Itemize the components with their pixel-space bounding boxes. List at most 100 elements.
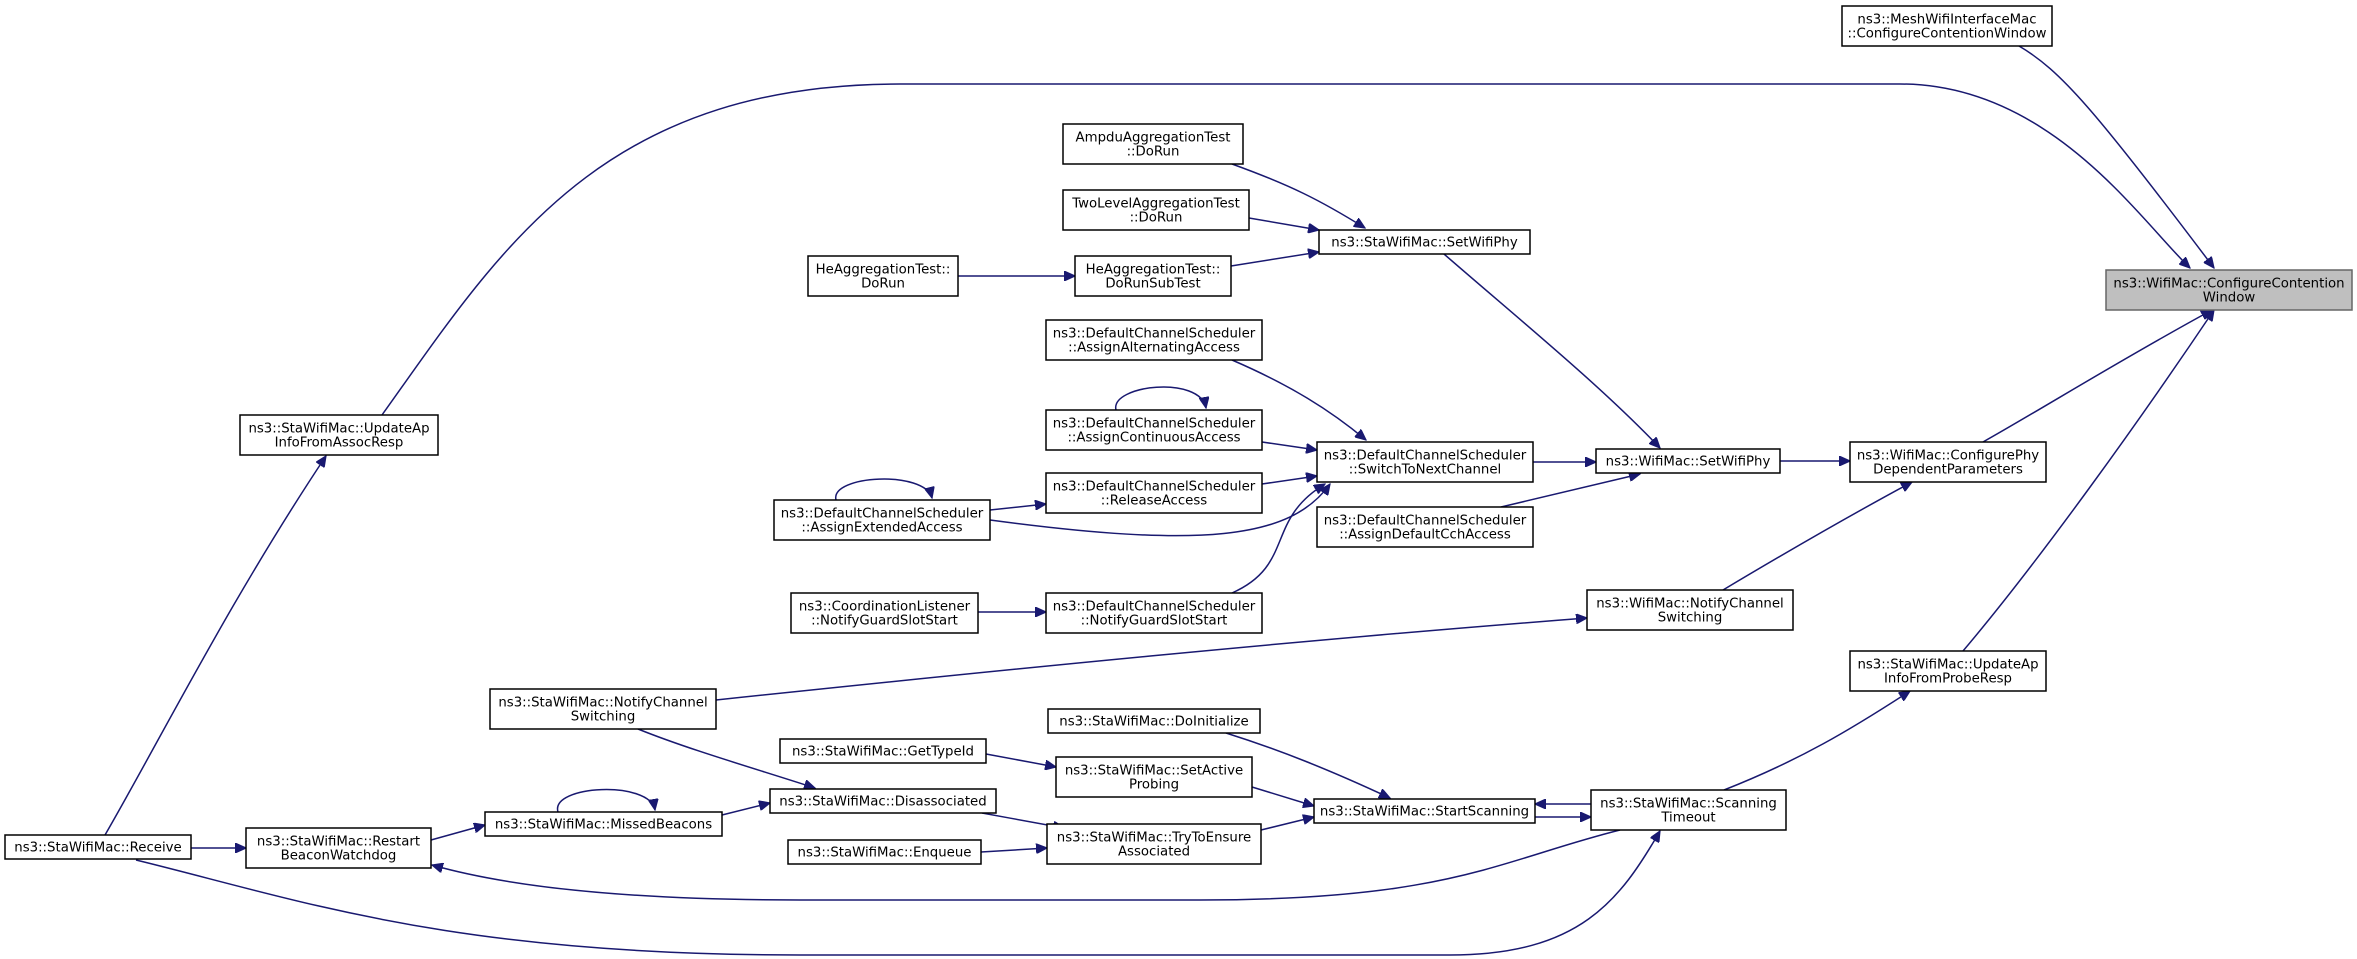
edge-sta_doinit-to-sta_startscan (1225, 732, 1390, 799)
node-sta-typeid[interactable]: ns3::StaWifiMac::GetTypeId (779, 738, 987, 764)
node-coord-guard[interactable]: ns3::CoordinationListener::NotifyGuardSl… (790, 592, 979, 634)
node-sta-disassoc[interactable]: ns3::StaWifiMac::Disassociated (769, 788, 997, 814)
node-label-line: Window (2203, 291, 2256, 306)
node-mesh-ccw[interactable]: ns3::MeshWifiInterfaceMac::ConfigureCont… (1841, 5, 2053, 47)
edge-dcs_cont-to-dcs_cont (1115, 386, 1206, 411)
node-wifi-setphy[interactable]: ns3::WifiMac::SetWifiPhy (1595, 448, 1781, 474)
node-twolevel[interactable]: TwoLevelAggregationTest::DoRun (1062, 189, 1250, 231)
node-label-line: ::DoRun (1127, 145, 1180, 160)
node-label-line: ns3::DefaultChannelScheduler (1053, 600, 1256, 615)
node-label-line: ns3::WifiMac::ConfigurePhy (1857, 449, 2039, 464)
node-label-line: ns3::StaWifiMac::Restart (257, 835, 420, 850)
node-label-line: Switching (571, 710, 636, 725)
node-dcs-ext[interactable]: ns3::DefaultChannelScheduler::AssignExte… (773, 499, 991, 541)
node-dcs-cont[interactable]: ns3::DefaultChannelScheduler::AssignCont… (1045, 409, 1263, 451)
node-dcs-guard[interactable]: ns3::DefaultChannelScheduler::NotifyGuar… (1045, 592, 1263, 634)
node-box (787, 839, 982, 865)
node-box (1045, 409, 1263, 451)
node-label-line: InfoFromProbeResp (1884, 672, 2012, 687)
node-label-line: ::SwitchToNextChannel (1349, 463, 1502, 478)
edge-dcs_ext-to-dcs_ext (835, 478, 932, 501)
node-box (1841, 5, 2053, 47)
node-label-line: Associated (1118, 845, 1190, 860)
node-box (2105, 269, 2353, 311)
node-dcs-defcch[interactable]: ns3::DefaultChannelScheduler::AssignDefa… (1316, 506, 1534, 548)
edge-dcs_alt-to-dcs_switch (1231, 359, 1366, 440)
node-sta-doinit[interactable]: ns3::StaWifiMac::DoInitialize (1047, 708, 1261, 734)
node-box (773, 499, 991, 541)
node-label-line: BeaconWatchdog (281, 849, 397, 864)
edge-dcs_ext-to-dcs_switch (989, 484, 1330, 537)
node-dcs-switch[interactable]: ns3::DefaultChannelScheduler::SwitchToNe… (1316, 441, 1534, 483)
node-label-line: AmpduAggregationTest (1076, 131, 1231, 146)
node-box (779, 738, 987, 764)
node-sta-enqueue[interactable]: ns3::StaWifiMac::Enqueue (787, 839, 982, 865)
edge-dcs_defcch-to-wifi_setphy (1500, 474, 1640, 508)
node-label-line: ns3::DefaultChannelScheduler (1053, 480, 1256, 495)
edges-layer (104, 45, 2214, 956)
edge-sta_receive-to-sta_upd_assoc (104, 456, 326, 836)
node-sta-upd-assoc[interactable]: ns3::StaWifiMac::UpdateApInfoFromAssocRe… (239, 414, 439, 456)
edge-sta_tryensure-to-sta_startscan (1260, 817, 1314, 831)
edge-sta_notify-to-sta_disassoc (637, 728, 815, 788)
node-sta-startscan[interactable]: ns3::StaWifiMac::StartScanning (1313, 798, 1536, 824)
node-sta-upd-probe[interactable]: ns3::StaWifiMac::UpdateApInfoFromProbeRe… (1849, 650, 2047, 692)
edge-sta_scantimeout-to-sta_upd_probe (1723, 691, 1910, 791)
node-box (245, 827, 432, 869)
edge-sta_restart-to-sta_missed (430, 825, 485, 841)
node-box (1062, 123, 1244, 165)
node-label-line: ::NotifyGuardSlotStart (811, 614, 958, 629)
node-label-line: ns3::WifiMac::SetWifiPhy (1606, 455, 1771, 470)
node-label-line: ns3::StaWifiMac::SetActive (1065, 764, 1243, 779)
node-label-line: DependentParameters (1873, 463, 2023, 478)
node-label-line: HeAggregationTest:: (816, 263, 951, 278)
node-label-line: ns3::StaWifiMac::TryToEnsure (1057, 831, 1251, 846)
node-box (1045, 472, 1263, 514)
node-sta-missed[interactable]: ns3::StaWifiMac::MissedBeacons (484, 811, 723, 837)
node-label-line: ns3::StaWifiMac::Scanning (1600, 797, 1777, 812)
node-box (1849, 441, 2047, 483)
edge-wifi_notify-to-cfg_phy (1722, 482, 1912, 591)
node-label-line: ::AssignExtendedAccess (801, 521, 962, 536)
node-box (1062, 189, 1250, 231)
node-box (1045, 319, 1263, 361)
node-he-dorun[interactable]: HeAggregationTest::DoRun (807, 255, 959, 297)
node-label-line: TwoLevelAggregationTest (1071, 197, 1240, 212)
node-ampdu[interactable]: AmpduAggregationTest::DoRun (1062, 123, 1244, 165)
node-box (1849, 650, 2047, 692)
node-sta-receive[interactable]: ns3::StaWifiMac::Receive (4, 834, 192, 860)
node-root[interactable]: ns3::WifiMac::ConfigureContentionWindow (2105, 269, 2353, 311)
node-cfg-phy[interactable]: ns3::WifiMac::ConfigurePhyDependentParam… (1849, 441, 2047, 483)
node-box (1586, 589, 1794, 631)
node-label-line: Timeout (1660, 811, 1715, 826)
edge-mesh_ccw-to-root (2018, 45, 2214, 268)
node-box (1590, 789, 1787, 831)
node-dcs-rel[interactable]: ns3::DefaultChannelScheduler::ReleaseAcc… (1045, 472, 1263, 514)
node-label-line: ns3::StaWifiMac::StartScanning (1320, 805, 1529, 820)
node-box (790, 592, 979, 634)
node-sta-setphy[interactable]: ns3::StaWifiMac::SetWifiPhy (1318, 229, 1531, 255)
node-label-line: ::AssignDefaultCchAccess (1339, 528, 1511, 543)
node-box (1074, 255, 1232, 297)
node-label-line: ns3::WifiMac::ConfigureContention (2113, 277, 2344, 292)
node-label-line: ::NotifyGuardSlotStart (1081, 614, 1228, 629)
edge-dcs_cont-to-dcs_switch (1261, 441, 1317, 450)
node-he-sub[interactable]: HeAggregationTest::DoRunSubTest (1074, 255, 1232, 297)
node-box (1318, 229, 1531, 255)
edge-dcs_guard-to-dcs_switch (1231, 484, 1325, 594)
node-dcs-alt[interactable]: ns3::DefaultChannelScheduler::AssignAlte… (1045, 319, 1263, 361)
node-label-line: HeAggregationTest:: (1086, 263, 1221, 278)
node-label-line: ::DoRun (1130, 211, 1183, 226)
edge-sta_upd_assoc-to-root (381, 83, 2190, 416)
node-label-line: ns3::StaWifiMac::Disassociated (779, 795, 986, 810)
node-label-line: ns3::WifiMac::NotifyChannel (1596, 597, 1784, 612)
node-box (4, 834, 192, 860)
node-label-line: ns3::StaWifiMac::Receive (14, 841, 181, 856)
